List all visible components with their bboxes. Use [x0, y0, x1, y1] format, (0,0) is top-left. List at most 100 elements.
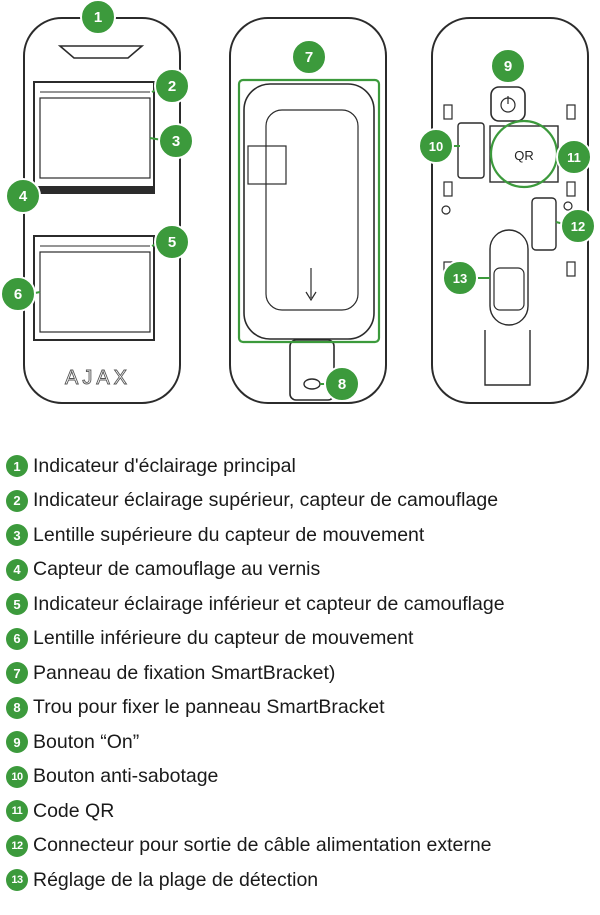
callout-circle — [490, 48, 526, 84]
callout-badge-13: 13 — [442, 260, 478, 296]
legend-number-badge: 1 — [6, 455, 28, 478]
legend-label: Capteur de camouflage au vernis — [33, 558, 321, 581]
callout-number: 6 — [14, 286, 22, 303]
callout-number: 1 — [94, 9, 102, 26]
callout-circle — [418, 128, 454, 164]
legend-number-badge: 9 — [6, 731, 28, 754]
callout-number: 12 — [571, 219, 585, 234]
side-slot-right-2 — [566, 181, 576, 197]
callout-badge-8: 8 — [324, 366, 360, 402]
back-body — [229, 17, 387, 404]
side-slot-left-1 — [443, 104, 453, 120]
callout-badge-10: 10 — [418, 128, 454, 164]
legend-number-badge: 13 — [6, 869, 28, 892]
legend-number-badge: 3 — [6, 524, 28, 547]
legend-label: Connecteur pour sortie de câble alimenta… — [33, 834, 492, 857]
callout-number: 4 — [19, 188, 28, 205]
callout-number: 2 — [168, 78, 176, 95]
callout-number: 3 — [172, 133, 180, 150]
side-slot-left-2 — [443, 181, 453, 197]
callout-number: 11 — [567, 150, 581, 165]
front-view — [23, 17, 181, 404]
legend-number-badge: 8 — [6, 696, 28, 719]
legend-number-badge: 12 — [6, 834, 28, 857]
legend-label: Bouton anti-sabotage — [33, 765, 219, 788]
callout-badge-12: 12 — [560, 208, 596, 244]
legend-label: Lentille inférieure du capteur de mouvem… — [33, 627, 414, 650]
callout-number: 7 — [305, 49, 313, 66]
side-slot-right-1 — [566, 104, 576, 120]
legend-number-badge: 4 — [6, 558, 28, 581]
callout-circle — [154, 68, 190, 104]
legend-label: Code QR — [33, 799, 115, 822]
inside-body — [431, 17, 589, 404]
back-view — [229, 17, 387, 404]
callout-badge-11: 11 — [556, 139, 592, 175]
ajax-logo: AJAX — [65, 367, 131, 389]
callout-badge-1: 1 — [80, 0, 116, 35]
bracket-highlight — [237, 78, 381, 344]
callout-number: 9 — [504, 58, 512, 75]
callout-circle — [556, 139, 592, 175]
legend-number-badge: 2 — [6, 489, 28, 512]
callout-badge-2: 2 — [154, 68, 190, 104]
legend-label: Bouton “On” — [33, 730, 140, 753]
smartbracket-panel — [243, 83, 375, 340]
main-led-indicator — [57, 45, 145, 59]
on-button — [490, 86, 526, 122]
legend-label: Indicateur éclairage supérieur, capteur … — [33, 489, 499, 512]
callout-circle — [442, 260, 478, 296]
screw-left — [441, 205, 451, 215]
bracket-inner-plate — [265, 109, 359, 311]
front-body — [23, 17, 181, 404]
legend-number-badge: 5 — [6, 593, 28, 616]
callout-badge-7: 7 — [291, 39, 327, 75]
callout-circle — [80, 0, 116, 35]
bracket-clip — [247, 145, 287, 185]
legend-number-badge: 10 — [6, 765, 28, 788]
range-adjuster-slider — [493, 267, 525, 311]
power-connector — [531, 197, 557, 251]
inside-bottom-hook — [484, 330, 531, 386]
legend-number-badge: 7 — [6, 662, 28, 685]
varnish-sensor — [33, 186, 155, 194]
callout-circle — [291, 39, 327, 75]
callout-circle — [560, 208, 596, 244]
callout-circle — [0, 276, 36, 312]
callout-badge-4: 4 — [5, 178, 41, 214]
screw-right — [563, 201, 573, 211]
legend-number-badge: 11 — [6, 800, 28, 823]
range-adjuster-track — [489, 229, 529, 326]
callout-circle — [158, 123, 194, 159]
legend-label: Réglage de la plage de détection — [33, 868, 319, 891]
lower-lens — [39, 251, 151, 333]
legend-label: Lentille supérieure du capteur de mouvem… — [33, 523, 425, 546]
bracket-arrow-head — [305, 291, 317, 302]
side-slot-right-3 — [566, 261, 576, 277]
callout-badge-5: 5 — [154, 224, 190, 260]
legend-number-badge: 6 — [6, 627, 28, 650]
tamper-button — [457, 122, 485, 179]
callout-number: 8 — [338, 376, 346, 393]
callout-number: 5 — [168, 234, 176, 251]
upper-lens — [39, 97, 151, 179]
legend-label: Panneau de fixation SmartBracket) — [33, 661, 336, 684]
callout-number: 13 — [453, 271, 467, 286]
legend-label: Indicateur d'éclairage principal — [33, 454, 296, 477]
callout-badge-6: 6 — [0, 276, 36, 312]
inside-view — [431, 17, 589, 404]
callout-badge-3: 3 — [158, 123, 194, 159]
callout-badge-9: 9 — [490, 48, 526, 84]
